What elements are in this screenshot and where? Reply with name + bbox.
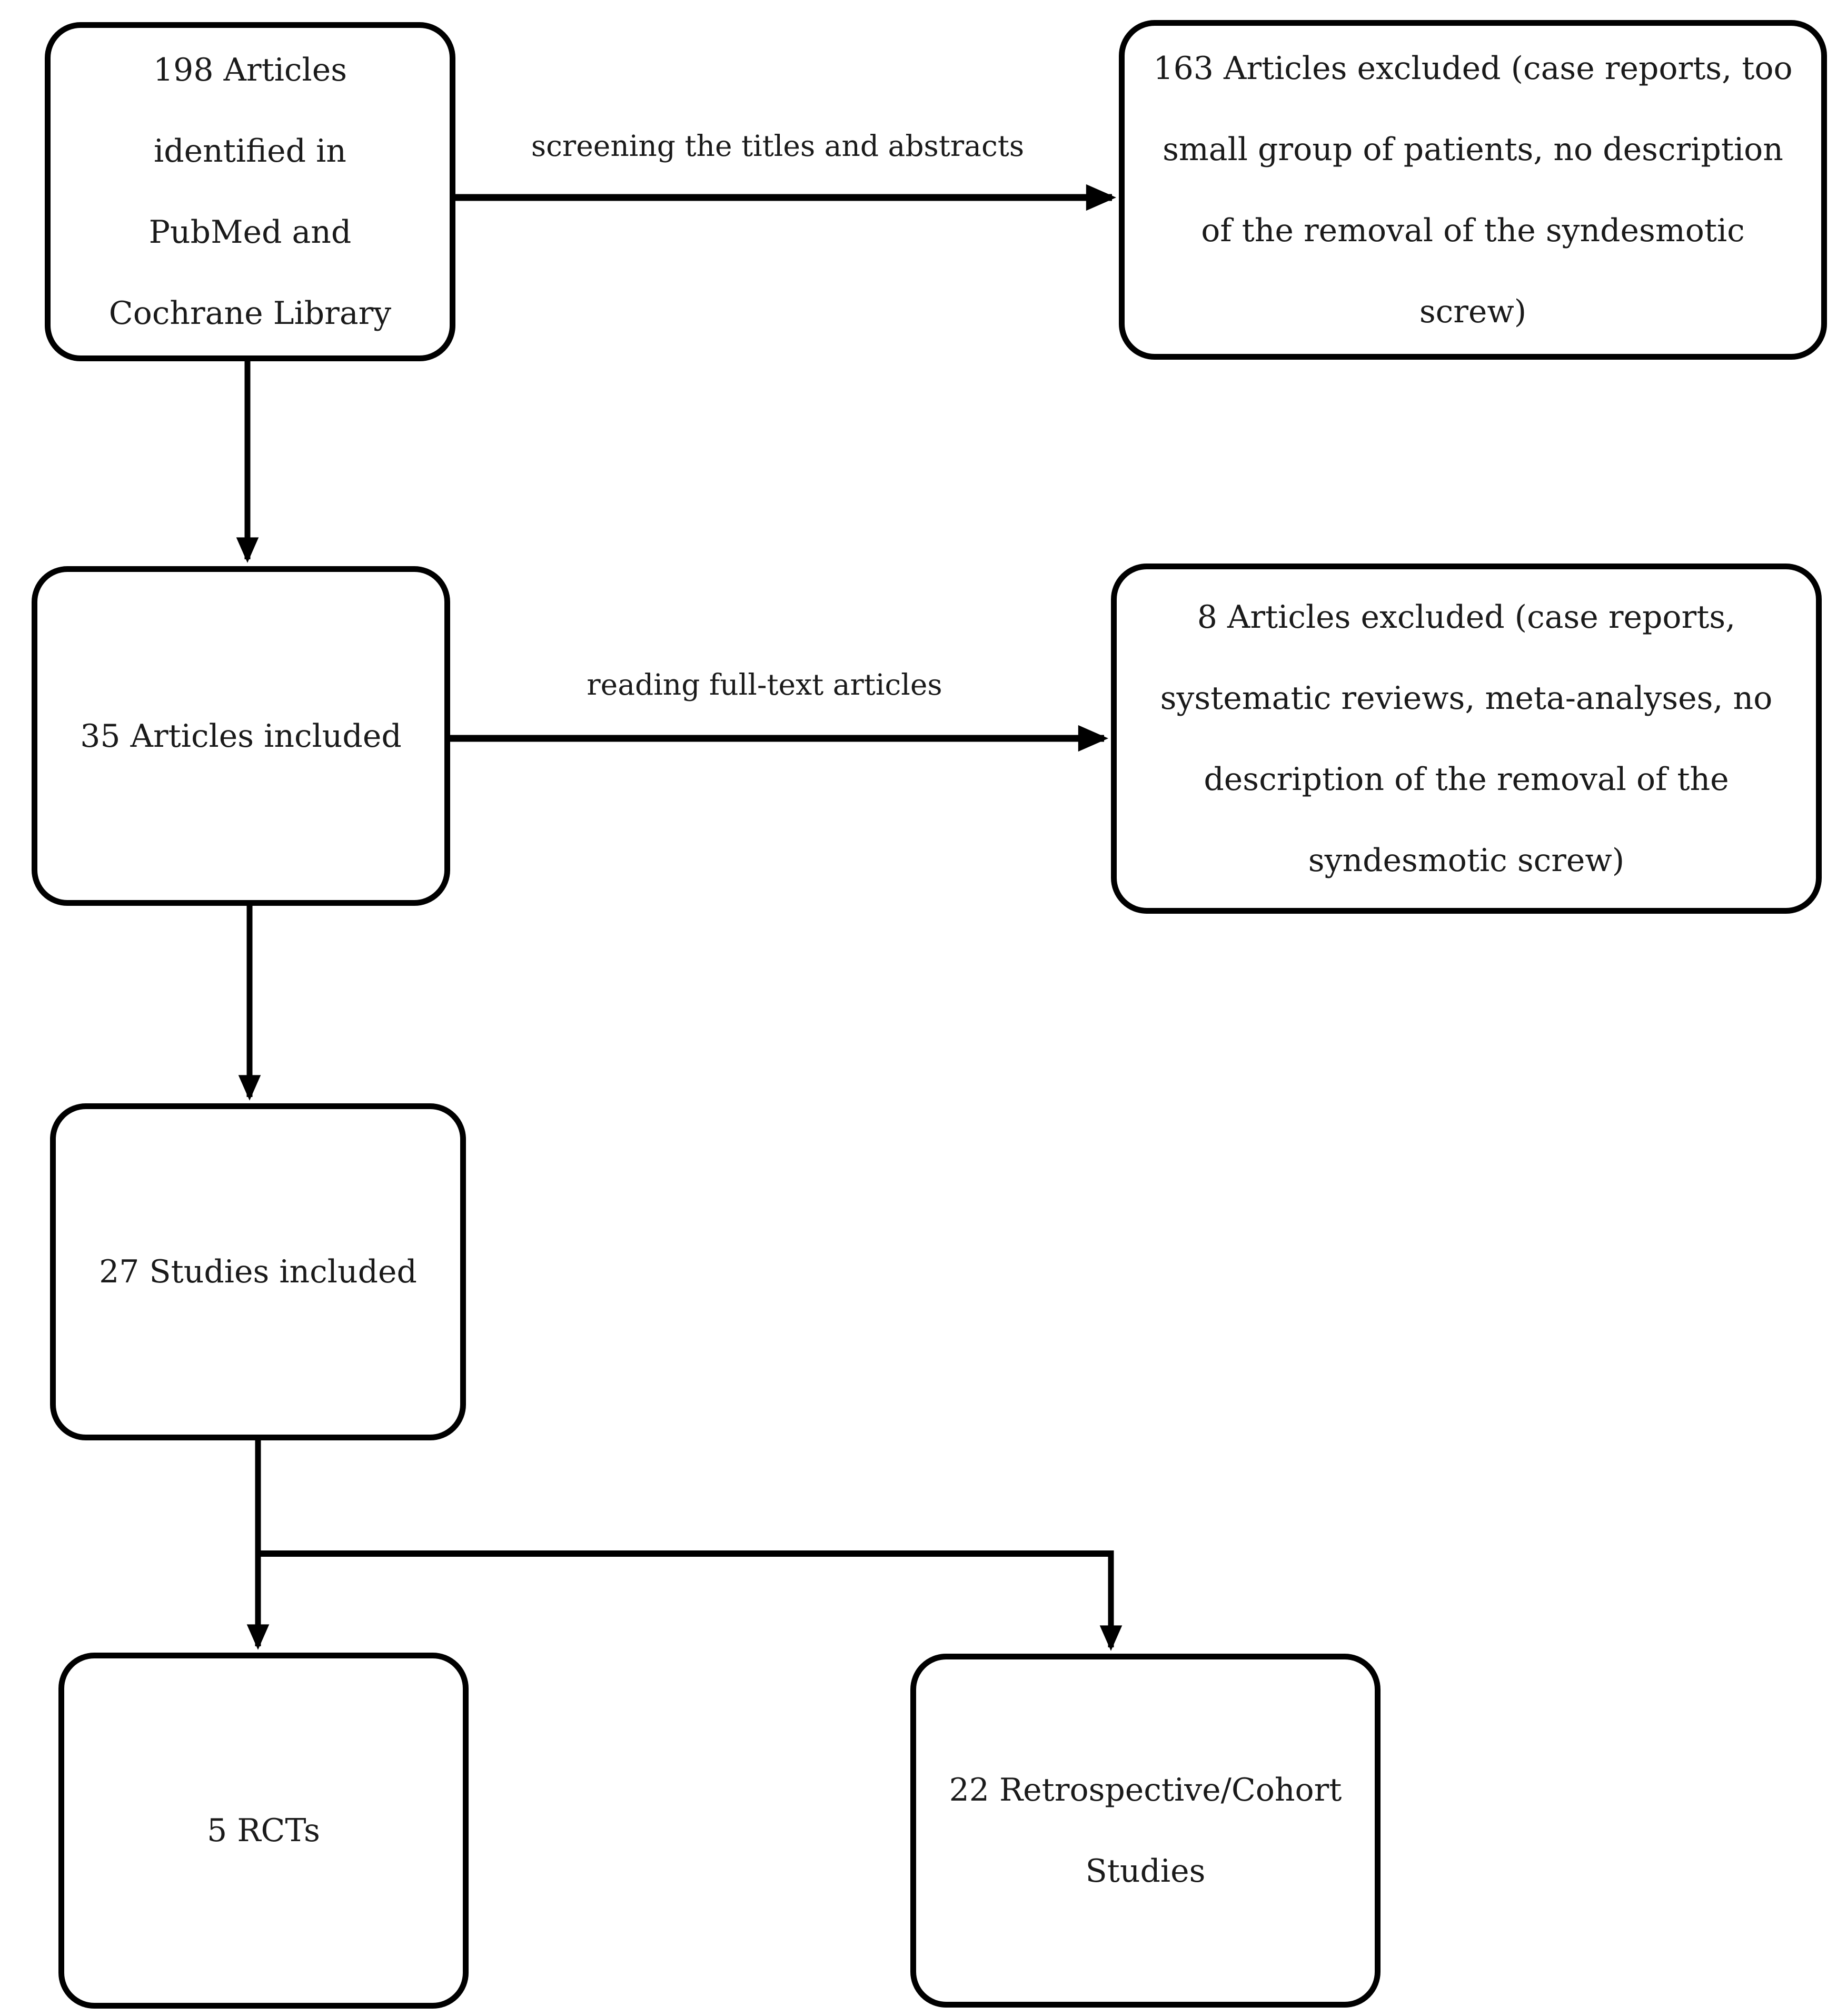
box-articles-excluded-fulltext-text: 8 Articles excluded (case reports, syste…	[1160, 598, 1773, 879]
label-fulltext-step: reading full-text articles	[587, 668, 942, 701]
box-articles-included-text: 35 Articles included	[80, 717, 402, 755]
box-articles-excluded-screening: 163 Articles excluded (case reports, too…	[1119, 20, 1827, 360]
label-screening-step: screening the titles and abstracts	[531, 129, 1025, 163]
box-articles-excluded-screening-text: 163 Articles excluded (case reports, too…	[1153, 50, 1793, 330]
box-rcts-text: 5 RCTs	[207, 1812, 320, 1849]
box-retrospective-cohort: 22 Retrospective/Cohort Studies	[910, 1654, 1381, 2008]
box-rcts: 5 RCTs	[58, 1653, 469, 2009]
box-articles-identified-text: 198 Articles identified in PubMed and Co…	[108, 52, 392, 332]
box-studies-included: 27 Studies included	[50, 1103, 466, 1440]
box-articles-excluded-fulltext: 8 Articles excluded (case reports, syste…	[1111, 564, 1822, 914]
box-studies-included-text: 27 Studies included	[99, 1253, 417, 1290]
box-retrospective-cohort-text: 22 Retrospective/Cohort Studies	[949, 1772, 1342, 1890]
box-articles-included: 35 Articles included	[32, 566, 450, 906]
box-articles-identified: 198 Articles identified in PubMed and Co…	[45, 22, 455, 361]
